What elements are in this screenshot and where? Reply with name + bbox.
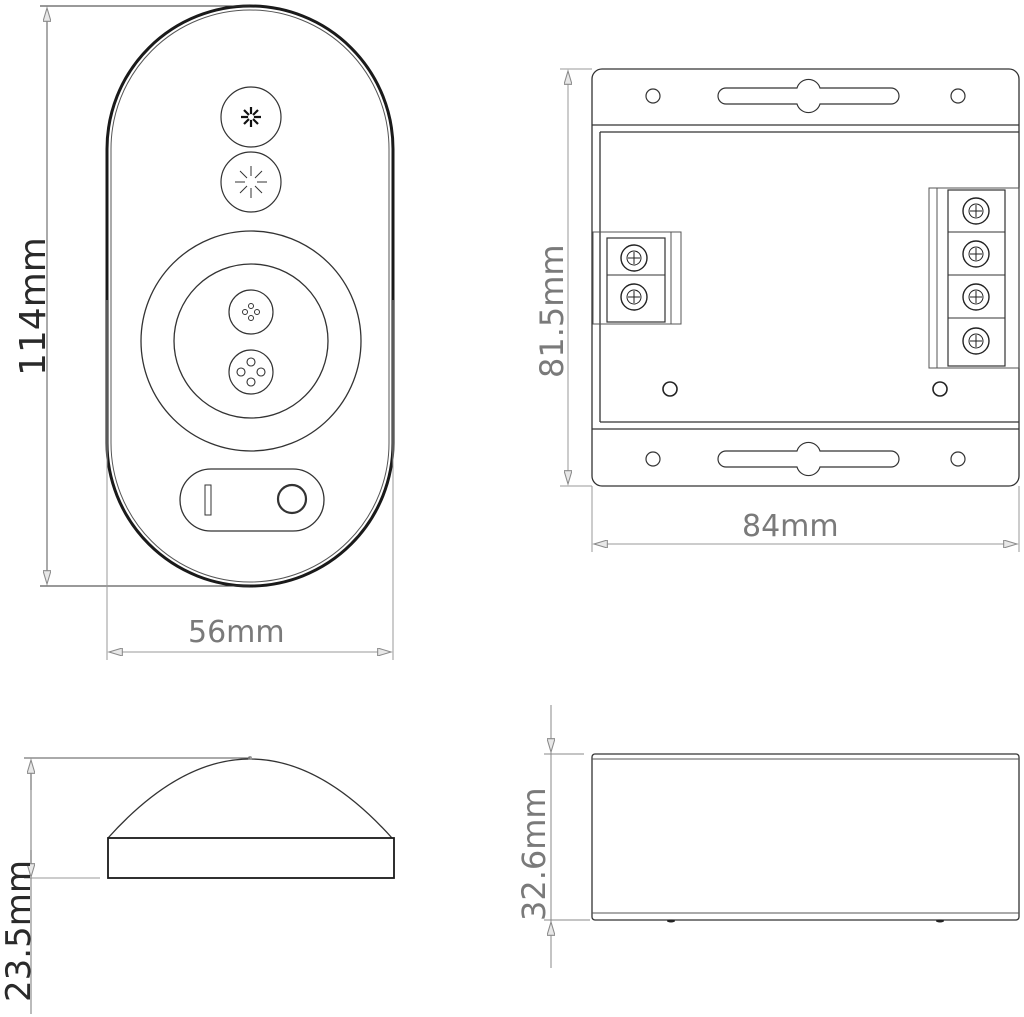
controller-height-label: 81.5mm [533, 244, 571, 378]
touch-ring [140, 230, 362, 452]
controller-top-view [560, 68, 1020, 552]
on-off-switch [179, 468, 325, 532]
remote-width-dimension [106, 300, 394, 660]
terminal-screw [962, 240, 990, 268]
remote-thickness-dimension [24, 757, 250, 1014]
input-terminal-block [592, 231, 682, 325]
four-dot-button-large [228, 349, 274, 395]
controller-thickness-label: 32.6mm [515, 787, 553, 921]
remote-width-label: 56mm [188, 615, 285, 650]
controller-height-dimension [560, 68, 592, 487]
brightness-icon-button [220, 151, 282, 213]
controller-width-dimension [591, 486, 1020, 552]
controller-thickness-dimension [544, 705, 590, 968]
controller-side-view [544, 705, 1020, 968]
terminal-screw [620, 244, 648, 272]
terminal-screw [962, 197, 990, 225]
remote-height-label: 114mm [13, 237, 54, 376]
terminal-screw [962, 327, 990, 355]
dimmer-icon-button [220, 86, 282, 148]
remote-thickness-label: 23.5mm [0, 860, 39, 1002]
terminal-screw [620, 283, 648, 311]
remote-side-view [24, 756, 395, 1014]
remote-front-view [40, 4, 395, 660]
terminal-screw [962, 283, 990, 311]
controller-width-label: 84mm [742, 509, 839, 544]
four-dot-button-small [228, 289, 274, 335]
output-terminal-block [928, 187, 1020, 369]
remote-height-dimension [40, 5, 250, 587]
